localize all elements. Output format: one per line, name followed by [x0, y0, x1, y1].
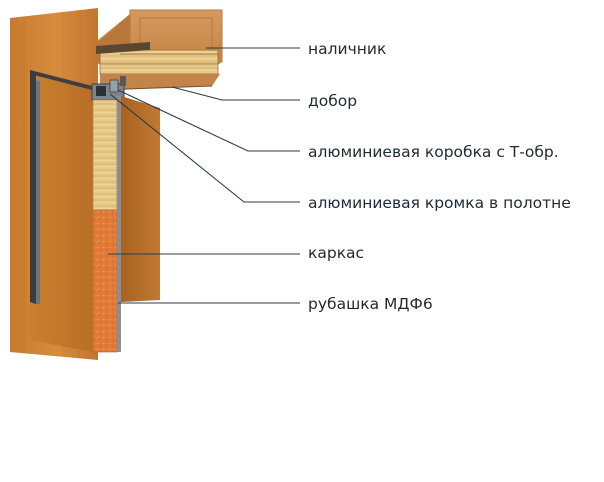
leader-dobor: [171, 86, 300, 101]
label-dobor: добор: [308, 92, 358, 110]
door-front: [30, 70, 100, 352]
leader-box: [117, 89, 300, 152]
label-nalichnik: наличник: [308, 40, 387, 58]
label-karkas: каркас: [308, 244, 365, 262]
casing-nalichnik: [96, 9, 223, 75]
door-leaf-section: [92, 96, 160, 353]
leader-lines: [108, 47, 300, 304]
leader-edge: [109, 93, 300, 203]
label-aluminium-box: алюминиевая коробка с Т-обр.: [308, 143, 559, 161]
label-rubashka: рубашка МДФ6: [308, 295, 433, 313]
label-aluminium-edge: алюминиевая кромка в полотне: [308, 194, 571, 212]
